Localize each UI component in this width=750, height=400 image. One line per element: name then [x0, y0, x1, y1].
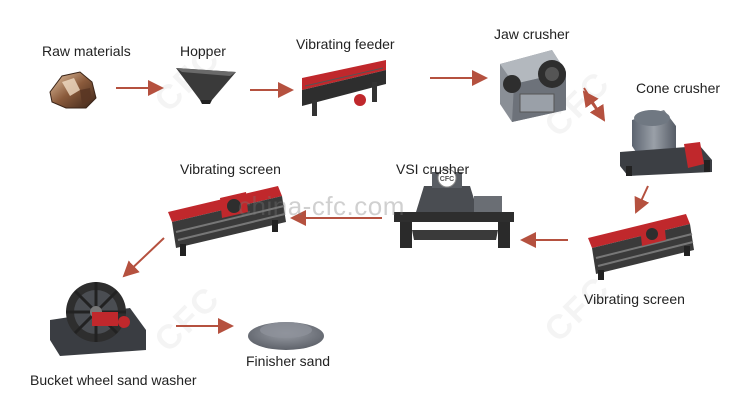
- flow-arrow: [634, 185, 650, 214]
- cone-crusher-label: Cone crusher: [636, 80, 721, 96]
- jaw-crusher-label: Jaw crusher: [494, 26, 570, 42]
- finisher-sand-label: Finisher sand: [246, 353, 331, 369]
- vibrating-feeder-label: Vibrating feeder: [296, 36, 395, 52]
- cone-crusher-icon: [620, 110, 712, 176]
- vibrating-screen-icon: [168, 186, 286, 256]
- hopper-label: Hopper: [180, 43, 226, 59]
- jaw-crusher-icon: [500, 50, 566, 122]
- watermark: china-cfc.com: [238, 191, 405, 221]
- vibrating-feeder-icon: [302, 60, 386, 116]
- raw-materials-icon: [49, 71, 97, 109]
- flow-arrow: [122, 237, 165, 278]
- vsi-crusher-label: VSI crusher: [396, 161, 470, 177]
- bucket-wheel-label: Bucket wheel sand washer: [30, 372, 197, 388]
- vibrating-screen-label: Vibrating screen: [584, 291, 685, 307]
- hopper-icon: [176, 68, 236, 104]
- brand-mark: CFC: [437, 168, 457, 188]
- flow-arrow: [582, 90, 605, 121]
- raw-materials-label: Raw materials: [42, 43, 131, 59]
- vibrating-screen-label: Vibrating screen: [180, 161, 281, 177]
- bucket-wheel-sand-washer-icon: [50, 282, 146, 356]
- brand-mark-text: CFC: [440, 176, 454, 183]
- finisher-sand-icon: [248, 322, 324, 350]
- vibrating-screen-icon: [588, 214, 694, 280]
